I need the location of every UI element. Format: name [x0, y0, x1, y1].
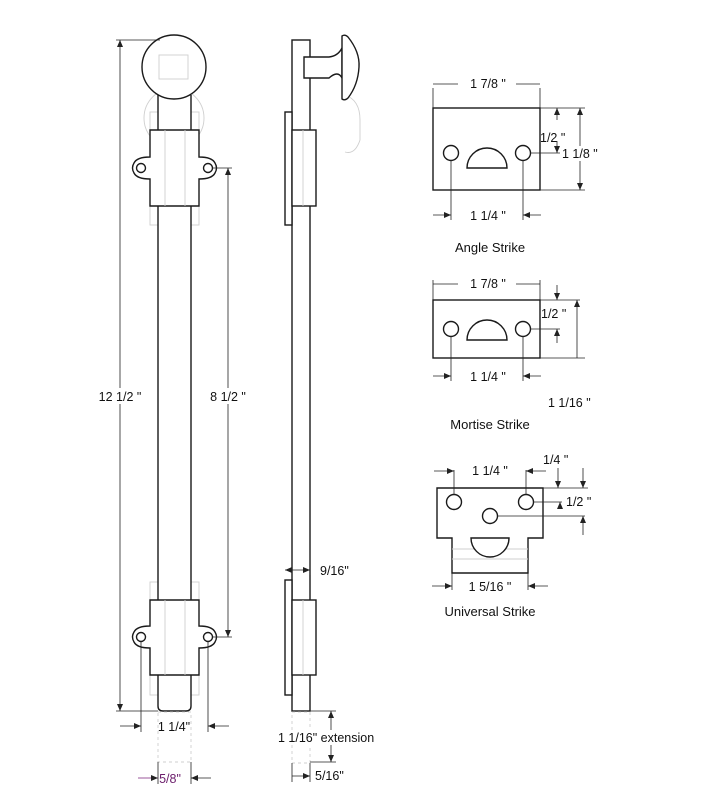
mortise-width-label: 1 7/8 " — [470, 277, 506, 291]
angle-width-label: 1 7/8 " — [470, 77, 506, 91]
mortise-strike-title: Mortise Strike — [450, 417, 529, 432]
bolt-front-view: 12 1/2 " 8 1/2 " 1 1/4" 5/8" — [94, 34, 252, 786]
bottom-bracket — [131, 599, 218, 676]
bolt-side-view: 9/16" 1 1/16" extension 5/16" — [277, 34, 383, 783]
top-bracket — [131, 129, 218, 207]
knob-ghost — [158, 54, 189, 80]
bolt-thickness-label: 5/16" — [315, 769, 344, 783]
universal-hole-offset-label: 1/2 " — [566, 495, 591, 509]
universal-hole-spacing-label: 1 1/4 " — [472, 464, 508, 478]
strike-hole — [481, 507, 499, 525]
universal-top-offset-label: 1/4 " — [543, 453, 568, 467]
bolt-bar — [157, 95, 192, 712]
strike-hole — [445, 493, 463, 511]
universal-strike: 1 1/4 " 1/4 " 1/2 " 1 5/16 " Universal S… — [432, 453, 591, 619]
universal-width-label: 1 5/16 " — [469, 580, 512, 594]
overall-length-label: 12 1/2 " — [99, 390, 142, 404]
bracket-width-label: 1 1/4" — [158, 720, 190, 734]
top-flange — [284, 111, 293, 226]
top-block — [291, 129, 317, 207]
angle-hole-offset-label: 1/2 " — [540, 131, 565, 145]
strike-hole — [514, 144, 532, 162]
knob-head — [341, 34, 360, 101]
hole-spacing-label: 8 1/2 " — [210, 390, 246, 404]
bottom-block — [291, 599, 317, 676]
extension-label: 1 1/16" extension — [278, 731, 374, 745]
mortise-hole-spacing-label: 1 1/4 " — [470, 370, 506, 384]
mortise-depth-label: 1 1/16 " — [548, 396, 591, 410]
knob — [141, 34, 207, 100]
strike-opening — [466, 147, 508, 169]
bolt-offset-label: 9/16" — [320, 564, 349, 578]
ghost-knob-side — [344, 94, 361, 153]
strike-hole — [442, 320, 460, 338]
bolt-diameter-label: 5/8" — [159, 772, 181, 786]
mortise-strike: 1 7/8 " 1/2 " 1 1/4 " 1 1/16 " Mortise S… — [432, 277, 591, 432]
angle-strike: 1 7/8 " 1/2 " 1 1/8 " 1 1/4 " Angle Stri… — [432, 77, 610, 255]
extension-outline — [157, 711, 192, 763]
strike-opening — [466, 319, 508, 341]
universal-strike-title: Universal Strike — [444, 604, 535, 619]
angle-strike-title: Angle Strike — [455, 240, 525, 255]
bottom-flange — [284, 579, 293, 696]
angle-hole-spacing-label: 1 1/4 " — [470, 209, 506, 223]
strike-hole — [442, 144, 460, 162]
strike-opening — [470, 537, 510, 558]
mortise-hole-offset-label: 1/2 " — [541, 307, 566, 321]
strike-hole — [517, 493, 535, 511]
side-plate — [291, 39, 311, 712]
strike-hole — [514, 320, 532, 338]
angle-height-label: 1 1/8 " — [562, 147, 598, 161]
